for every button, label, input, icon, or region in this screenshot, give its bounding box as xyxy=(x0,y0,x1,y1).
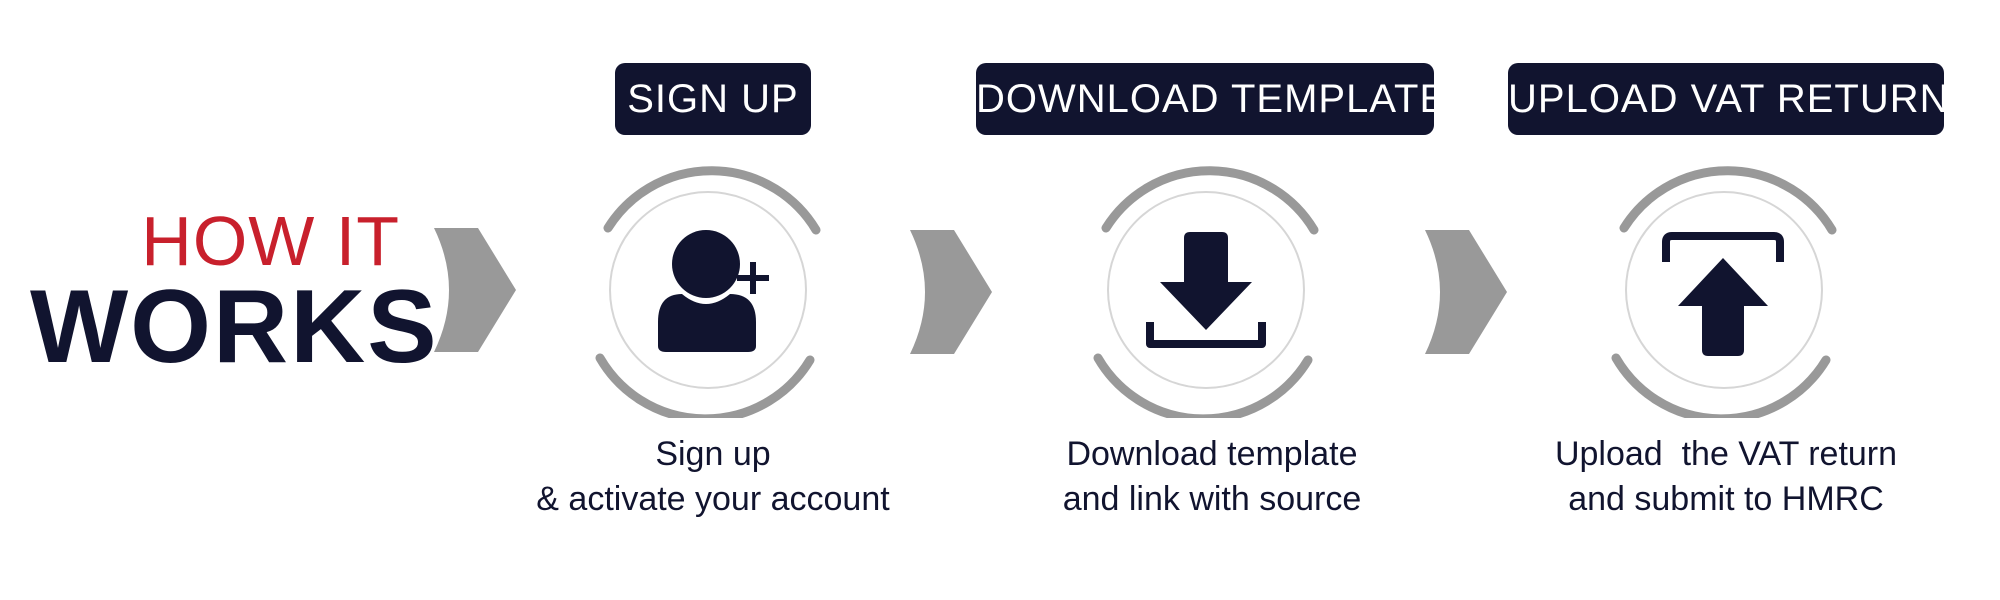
chevron-right-icon xyxy=(910,230,992,354)
upload-icon xyxy=(1662,232,1784,356)
caption-line: and submit to HMRC xyxy=(1568,480,1884,518)
step-caption-sign-up: Sign up & activate your account xyxy=(483,432,943,522)
step-label-sign-up: SIGN UP xyxy=(615,63,811,135)
caption-line: and link with source xyxy=(1062,480,1362,518)
step-ring xyxy=(595,166,821,418)
user-add-icon xyxy=(658,230,769,352)
chevron-right-icon xyxy=(434,228,516,352)
caption-line: & activate your account xyxy=(536,480,890,518)
chevron-right-icon xyxy=(1425,230,1507,354)
step-ring xyxy=(1611,166,1837,418)
heading-line-1: HOW IT xyxy=(141,202,400,280)
step-label-upload-vat-returns: UPLOAD VAT RETURNS xyxy=(1508,63,1976,135)
step-caption-upload-vat-returns: Upload the VAT return and submit to HMRC xyxy=(1496,432,1956,522)
step-caption-download-template: Download template and link with source xyxy=(982,432,1442,522)
page-title: HOW IT WORKS xyxy=(30,202,439,385)
step-label-download-template: DOWNLOAD TEMPLATE xyxy=(976,63,1446,135)
download-icon xyxy=(1146,232,1266,348)
step-ring xyxy=(1093,166,1319,418)
caption-line: Sign up xyxy=(655,435,771,473)
caption-line: Download template xyxy=(1066,435,1358,473)
heading-line-2: WORKS xyxy=(30,269,439,385)
caption-line: Upload the VAT return xyxy=(1554,435,1898,473)
